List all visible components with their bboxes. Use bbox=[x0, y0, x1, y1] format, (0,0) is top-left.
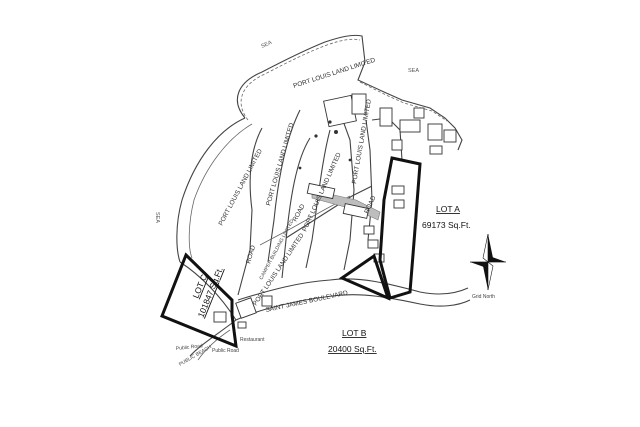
lot-a-name: LOT A bbox=[436, 204, 460, 214]
lot-a-lower-boundary bbox=[338, 253, 391, 301]
public-road-label-lower: Public Road bbox=[212, 348, 239, 354]
pll-label-top: PORT LOUIS LAND LIMITED bbox=[292, 57, 376, 90]
sea-label-top-right: SEA bbox=[408, 68, 419, 74]
grid-north-label: Grid North bbox=[472, 294, 495, 300]
lot-c-boundary bbox=[160, 252, 238, 349]
lot-a-area: 69173 Sq.Ft. bbox=[422, 220, 471, 230]
coastline bbox=[176, 34, 463, 263]
pll-label-west: PORT LOUIS LAND LIMITED bbox=[218, 148, 265, 227]
road-label-center: ROAD bbox=[292, 203, 307, 223]
lot-b-name: LOT B bbox=[342, 328, 367, 338]
parcel-lines bbox=[179, 109, 471, 361]
restaurant-label: Restaurant bbox=[240, 337, 265, 343]
public-road-label: Public Road bbox=[176, 343, 204, 352]
pll-label-center: PORT LOUIS LAND LIMITED bbox=[265, 122, 295, 207]
compass-north-arrow-icon: Grid North bbox=[470, 233, 506, 300]
buildings-top bbox=[298, 93, 457, 170]
lot-a-boundary bbox=[378, 156, 422, 300]
saint-james-boulevard-label: SAINT JAMES BOULEVARD bbox=[265, 290, 349, 314]
sea-label-left: SEA bbox=[154, 212, 160, 223]
lot-b-area: 20400 Sq.Ft. bbox=[328, 344, 377, 354]
buildings-boulevard bbox=[213, 182, 405, 329]
road-label-left: ROAD bbox=[245, 244, 257, 264]
sea-label-top: SEA bbox=[260, 40, 273, 50]
